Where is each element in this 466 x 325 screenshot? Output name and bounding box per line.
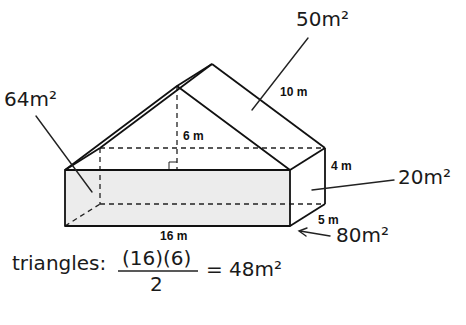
work-note: 2 [150, 273, 163, 295]
area-note: 50m² [296, 8, 349, 30]
dimension-label: 5 m [318, 214, 339, 227]
area-note: 64m² [4, 88, 57, 110]
work-note: triangles: [12, 252, 106, 274]
area-note: 80m² [336, 224, 389, 246]
dimension-label: 16 m [160, 230, 187, 243]
work-note: (16)(6) [122, 247, 191, 269]
visible-edges [65, 64, 325, 226]
dimension-label: 6 m [183, 130, 204, 143]
dimension-label: 10 m [280, 86, 307, 99]
leader-lines [36, 38, 394, 236]
front-face [65, 170, 290, 226]
area-note: 20m² [398, 166, 451, 188]
right-angle-mark [169, 162, 177, 170]
work-note: = 48m² [206, 258, 282, 280]
hidden-edges [65, 86, 325, 226]
fraction-bar [118, 270, 198, 272]
dimension-label: 4 m [331, 160, 352, 173]
